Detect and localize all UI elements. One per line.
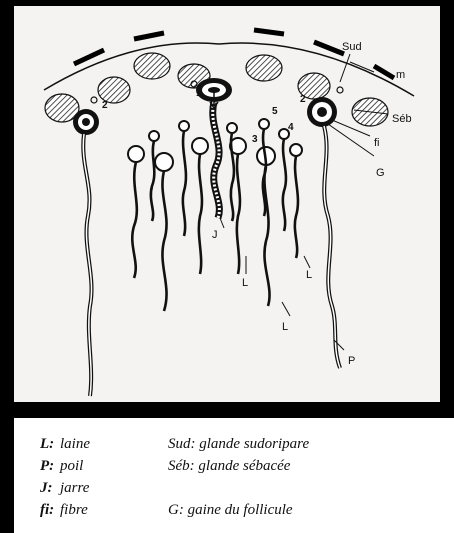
legend-value: poil <box>60 458 83 475</box>
number-3: 3 <box>252 134 258 145</box>
label-l-2: L <box>306 269 312 281</box>
legend-value: fibre <box>60 502 88 519</box>
legend-right: Sud: glande sudoripare <box>168 436 309 453</box>
legend-key: J: <box>40 480 53 497</box>
sweat-gland <box>246 55 282 81</box>
frame-border-divider <box>0 402 454 418</box>
label-m: m <box>396 69 405 81</box>
legend-row: P: poil Séb: glande sébacée <box>40 458 440 480</box>
sebaceous-marker <box>337 87 343 93</box>
primary-follicle-right <box>307 97 337 127</box>
legend-right: Séb: glande sébacée <box>168 458 290 475</box>
legend-key: fi: <box>40 502 54 519</box>
legend-right: G: gaine du follicule <box>168 502 293 519</box>
label-l-1: L <box>242 277 248 289</box>
label-fi: fi <box>374 137 380 149</box>
label-sud: Sud <box>342 41 362 53</box>
sebaceous-marker <box>91 97 97 103</box>
number-5: 5 <box>272 106 278 117</box>
legend-row: L: laine Sud: glande sudoripare <box>40 436 440 458</box>
legend-row: J: jarre <box>40 480 440 502</box>
number-1: 1 <box>196 88 202 99</box>
label-j: J <box>212 229 218 241</box>
legend-value: jarre <box>60 480 89 497</box>
label-g: G <box>376 167 385 179</box>
sweat-gland <box>134 53 170 79</box>
number-4: 4 <box>288 122 294 133</box>
number-2-left: 2 <box>102 100 108 111</box>
label-seb: Séb <box>392 113 412 125</box>
primary-follicle-left <box>73 109 99 135</box>
follicle-diagram: Sud m Séb fi G J L L L P 1 2 2 3 4 5 <box>14 6 440 402</box>
label-p: P <box>348 355 355 367</box>
follicle-diagram-svg: Sud m Séb fi G J L L L P 1 2 2 3 4 5 <box>14 6 440 402</box>
legend-row: fi: fibre G: gaine du follicule <box>40 502 440 524</box>
legend-value: laine <box>60 436 90 453</box>
legend-key: P: <box>40 458 54 475</box>
frame-border-right <box>440 0 454 418</box>
frame-border-left <box>0 0 14 533</box>
legend-key: L: <box>40 436 54 453</box>
number-2-right: 2 <box>300 94 306 105</box>
label-l-3: L <box>282 321 288 333</box>
